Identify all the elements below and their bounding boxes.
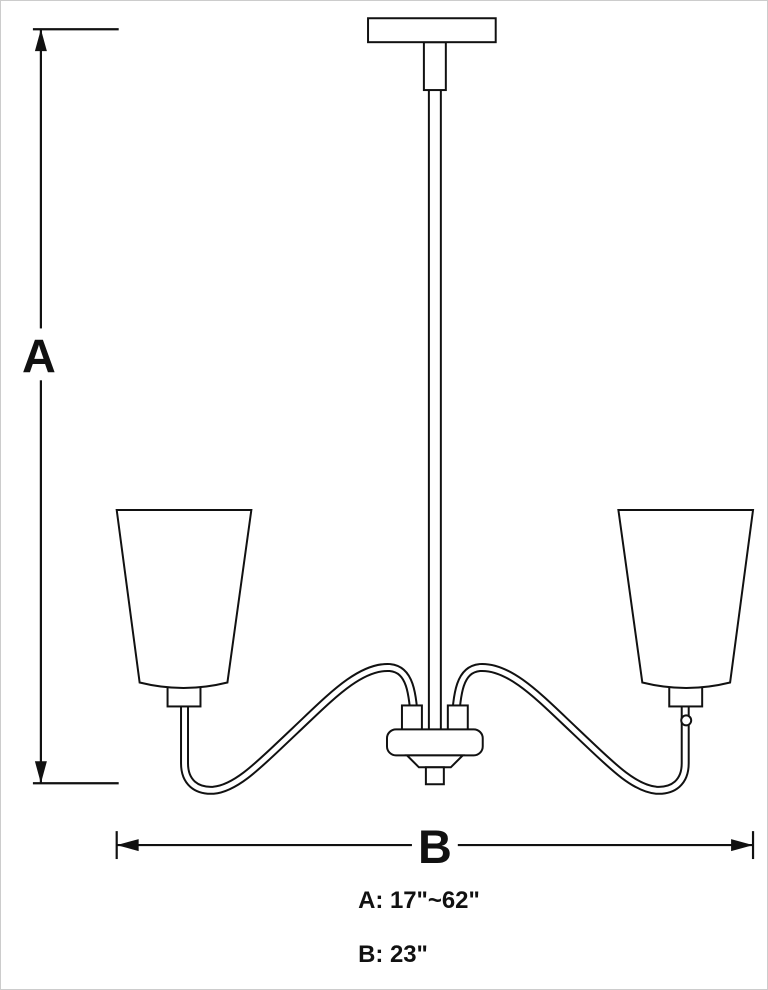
- left-shade: [115, 508, 253, 689]
- dimension-a-label: A: [22, 330, 56, 382]
- dimension-a-label-group: A: [17, 328, 62, 382]
- canopy-plate: [367, 17, 497, 44]
- center-hub: [385, 704, 484, 786]
- finial-stub: [424, 766, 445, 786]
- right-arm: [450, 663, 690, 795]
- arrow-left-icon: [116, 839, 139, 852]
- hub-disc: [385, 728, 484, 757]
- arrow-right-icon: [731, 839, 754, 852]
- right-shade-group: [617, 508, 755, 727]
- spec-b-text: B: 23": [358, 941, 428, 968]
- hub-taper: [404, 754, 466, 769]
- hub-cylinder-left: [400, 704, 423, 733]
- dimension-b-label: B: [418, 821, 452, 873]
- arrow-down-icon: [34, 761, 47, 784]
- left-shade-group: [115, 508, 253, 708]
- hub-cylinder-right: [446, 704, 469, 733]
- right-shade: [617, 508, 755, 689]
- stem-collar: [422, 41, 447, 92]
- left-arm: [180, 663, 420, 795]
- stem-rod: [427, 89, 442, 734]
- arrow-up-icon: [34, 29, 47, 52]
- dimension-a-line: [32, 28, 119, 785]
- dimension-b-line: B: [115, 821, 755, 873]
- thumbscrew-icon: [680, 714, 693, 727]
- spec-a-text: A: 17"~62": [358, 887, 480, 914]
